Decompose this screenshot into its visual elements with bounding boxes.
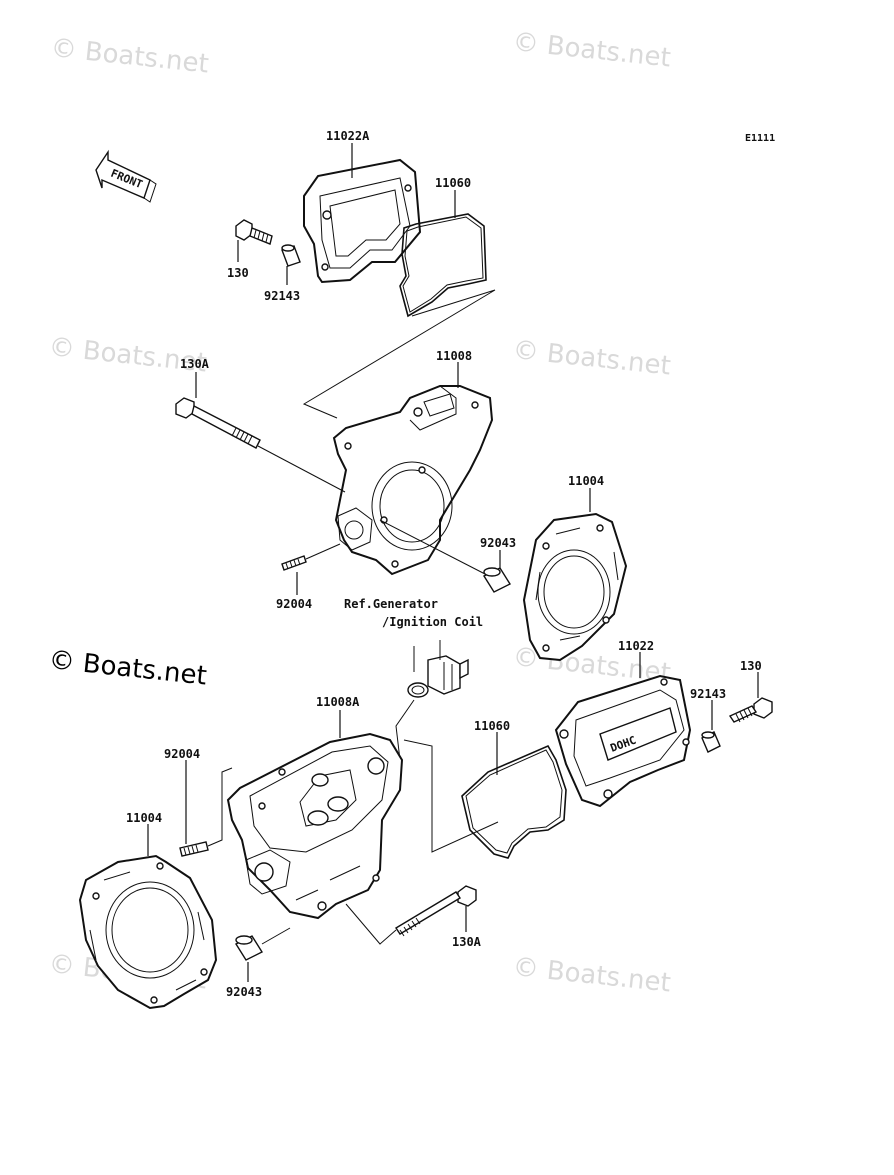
cover-gasket-top: [399, 213, 487, 318]
part-label-11060-top: 11060: [435, 176, 471, 190]
part-label-11060-mid: 11060: [474, 719, 510, 733]
sensor-icon: [407, 655, 469, 698]
dowel-92143-top: [281, 244, 301, 267]
part-label-11004-right: 11004: [568, 474, 604, 488]
part-label-130A-top: 130A: [180, 357, 210, 371]
cylinder-head-cover-right: DOHC: [554, 674, 692, 808]
head-gasket-left: [78, 854, 218, 1010]
watermark: © Boats.net: [47, 332, 208, 378]
bolt-130-right: [728, 697, 773, 723]
watermark: © Boats.net: [511, 335, 672, 381]
cover-gasket-mid: [461, 744, 567, 859]
cylinder-head-lower: [226, 732, 404, 920]
part-label-92004-top: 92004: [276, 597, 312, 611]
cylinder-head-cover-top: [303, 158, 422, 284]
watermark-main: © Boats.net: [47, 645, 208, 691]
part-label-11008: 11008: [436, 349, 472, 363]
dowel-92143-right: [701, 731, 721, 753]
watermark: © Boats.net: [511, 27, 672, 73]
part-label-11004-left: 11004: [126, 811, 162, 825]
part-label-92143-right: 92143: [690, 687, 726, 701]
ref-note-line1: Ref.Generator: [344, 597, 438, 611]
stud-92004-top: [281, 555, 307, 571]
head-gasket-right: [522, 512, 628, 662]
diagram-code: E1111: [745, 133, 775, 144]
ref-note-line2: /Ignition Coil: [382, 615, 483, 629]
watermark: © Boats.net: [511, 952, 672, 998]
part-label-130-right: 130: [740, 659, 762, 673]
part-label-11022A: 11022A: [326, 129, 370, 143]
cylinder-head-upper: [332, 385, 494, 576]
part-label-92043-top: 92043: [480, 536, 516, 550]
dowel-92043-bottom: [234, 935, 264, 961]
part-label-11022: 11022: [618, 639, 654, 653]
bolt-130A-bottom: [395, 885, 477, 937]
part-label-92143-top: 92143: [264, 289, 300, 303]
bolt-130-top: [235, 219, 273, 245]
part-label-92043-bottom: 92043: [226, 985, 262, 999]
stud-92004-left: [179, 841, 209, 857]
watermark: © Boats.net: [49, 33, 210, 79]
front-arrow-icon: FRONT: [95, 149, 157, 203]
part-label-130-top: 130: [227, 266, 249, 280]
part-label-11008A: 11008A: [316, 695, 360, 709]
part-label-92004-left: 92004: [164, 747, 200, 761]
bolt-130A-top: [175, 397, 261, 449]
dowel-92043-top: [482, 567, 512, 593]
part-label-130A-bottom: 130A: [452, 935, 482, 949]
